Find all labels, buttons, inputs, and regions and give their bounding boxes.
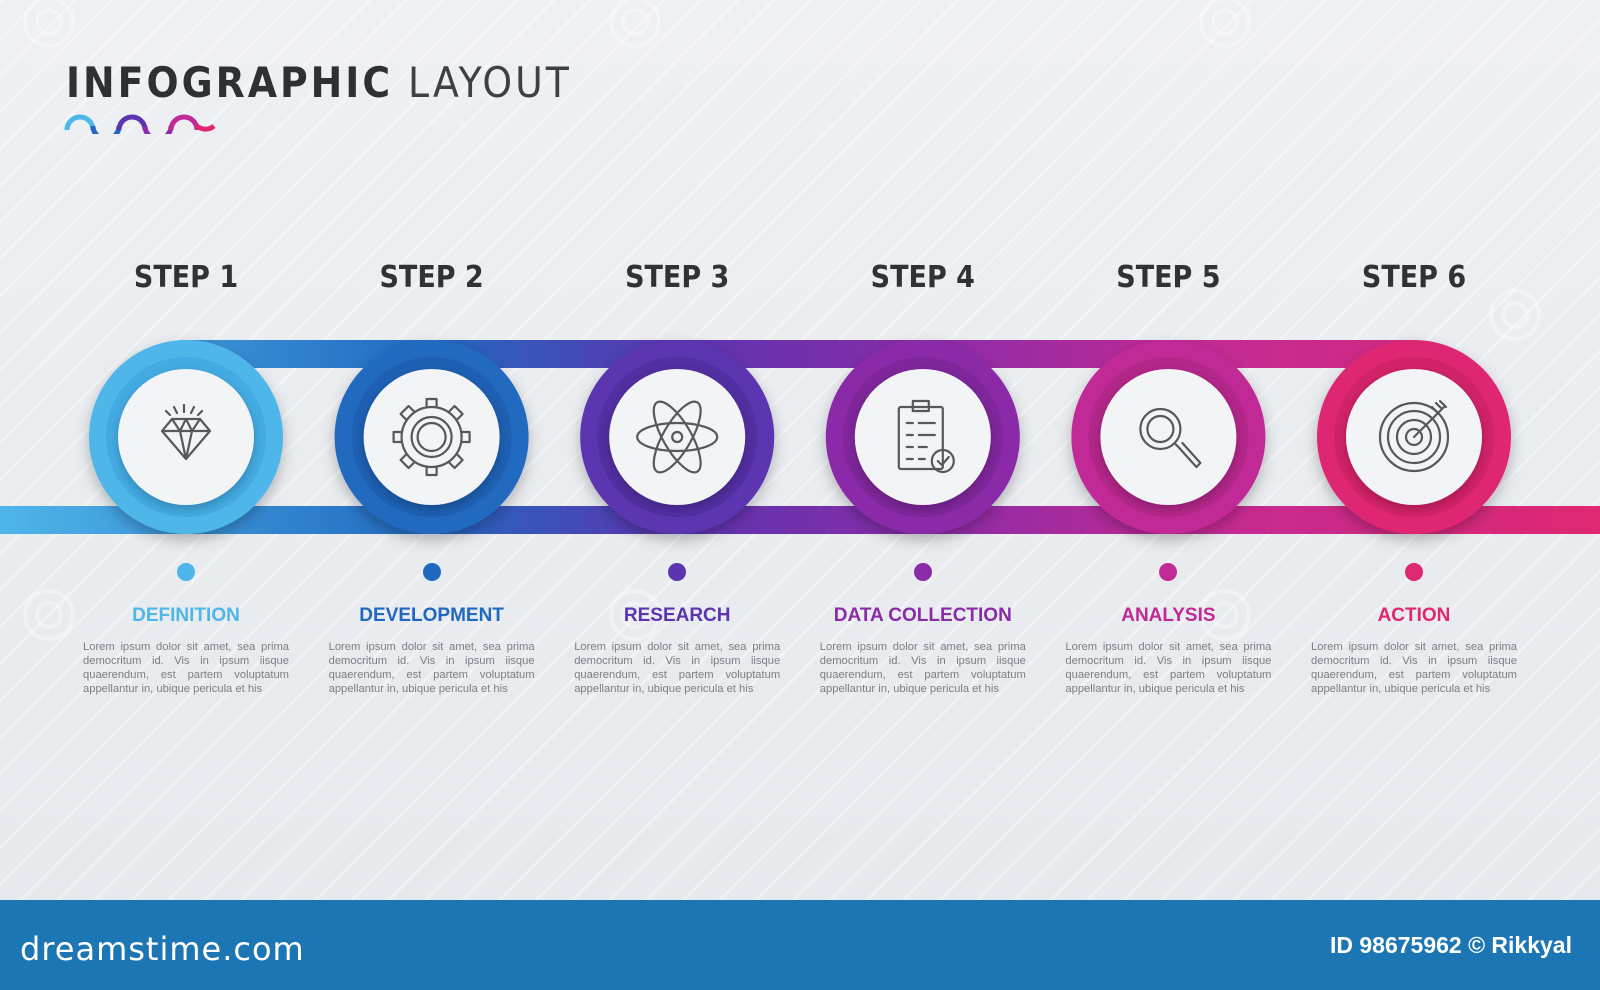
step-1-inner-circle [118, 369, 254, 505]
watermark-swirl-icon [609, 0, 661, 48]
step-1-dot [177, 563, 195, 581]
step-2-description: Lorem ipsum dolor sit amet, sea prima de… [328, 641, 535, 695]
brand-logo-text: dreamstime.com [20, 930, 305, 968]
step-4-description: Lorem ipsum dolor sit amet, sea prima de… [819, 641, 1026, 695]
watermark-swirl-icon [23, 589, 75, 641]
step-4-label: STEP 4 [870, 260, 975, 295]
step-1-label: STEP 1 [133, 260, 239, 295]
step-3-description: Lorem ipsum dolor sit amet, sea prima de… [574, 641, 781, 695]
ribbon-bottom [0, 506, 1600, 534]
clipboard-checklist-icon [897, 399, 955, 474]
step-6-description: Lorem ipsum dolor sit amet, sea prima de… [1311, 641, 1517, 695]
infographic-title: INFOGRAPHIC LAYOUT [66, 58, 572, 107]
step-2-label: STEP 2 [379, 260, 484, 295]
timeline-graphic [0, 340, 1600, 534]
step-3-dot [668, 563, 687, 581]
step-5-label: STEP 5 [1116, 260, 1221, 295]
watermark-swirl-icon [1199, 0, 1251, 48]
diamond-icon [160, 403, 212, 461]
watermark-swirl-icon [1489, 289, 1541, 341]
infographic-canvas: INFOGRAPHIC LAYOUT [0, 0, 1600, 900]
watermark-swirl-icon [1199, 589, 1251, 641]
step-4-inner-circle [854, 369, 991, 505]
step-2-inner-circle [363, 369, 500, 505]
title-bold: INFOGRAPHIC [66, 58, 394, 107]
step-5-dot [1159, 563, 1178, 581]
step-5-title: ANALYSIS [1121, 605, 1216, 626]
title-wave-decoration [64, 114, 216, 134]
step-5-inner-circle [1100, 369, 1237, 505]
step-3-inner-circle [609, 369, 746, 505]
step-6-title: ACTION [1377, 605, 1451, 626]
title-light: LAYOUT [408, 58, 572, 107]
watermark-swirl-icon [609, 589, 661, 641]
step-1-title: DEFINITION [132, 605, 240, 626]
step-6-dot [1405, 563, 1423, 581]
watermark-swirl-icon [23, 0, 75, 48]
step-6-label: STEP 6 [1361, 260, 1467, 295]
target-arrow-icon [1378, 399, 1450, 473]
step-4-title: DATA COLLECTION [833, 605, 1012, 626]
step-1-description: Lorem ipsum dolor sit amet, sea prima de… [83, 641, 289, 695]
footer-bar: dreamstime.com ID 98675962 © Rikkyal [0, 900, 1600, 990]
step-3-label: STEP 3 [625, 260, 730, 295]
magnifier-icon [1139, 407, 1202, 469]
step-2-dot [422, 563, 441, 581]
step-5-description: Lorem ipsum dolor sit amet, sea prima de… [1065, 641, 1272, 695]
step-3-title: RESEARCH [623, 605, 731, 626]
step-2-title: DEVELOPMENT [359, 605, 504, 626]
image-credit: ID 98675962 © Rikkyal [1329, 932, 1572, 958]
gear-icon [392, 397, 471, 477]
step-4-dot [913, 563, 932, 581]
atom-icon [636, 400, 719, 474]
